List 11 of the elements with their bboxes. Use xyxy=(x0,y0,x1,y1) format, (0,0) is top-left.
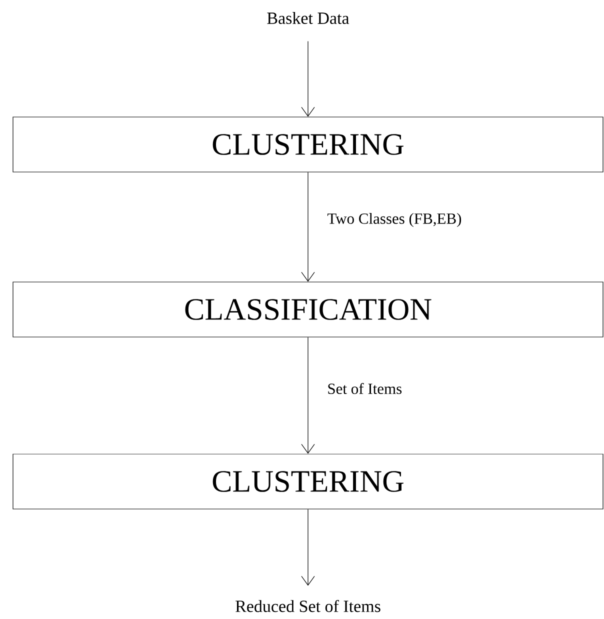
process-box: CLUSTERING xyxy=(12,116,604,172)
data-label: Reduced Set of Items xyxy=(236,600,380,612)
data-label: Basket Data xyxy=(267,12,350,24)
process-box: CLUSTERING xyxy=(12,454,604,510)
edge-label: Two Classes (FB,EB) xyxy=(326,212,463,228)
arrow xyxy=(301,172,315,282)
process-box: CLASSIFICATION xyxy=(12,282,604,338)
edge-label: Set of Items xyxy=(326,382,404,396)
arrow xyxy=(301,337,315,454)
arrow xyxy=(301,40,315,117)
arrow xyxy=(301,509,315,586)
